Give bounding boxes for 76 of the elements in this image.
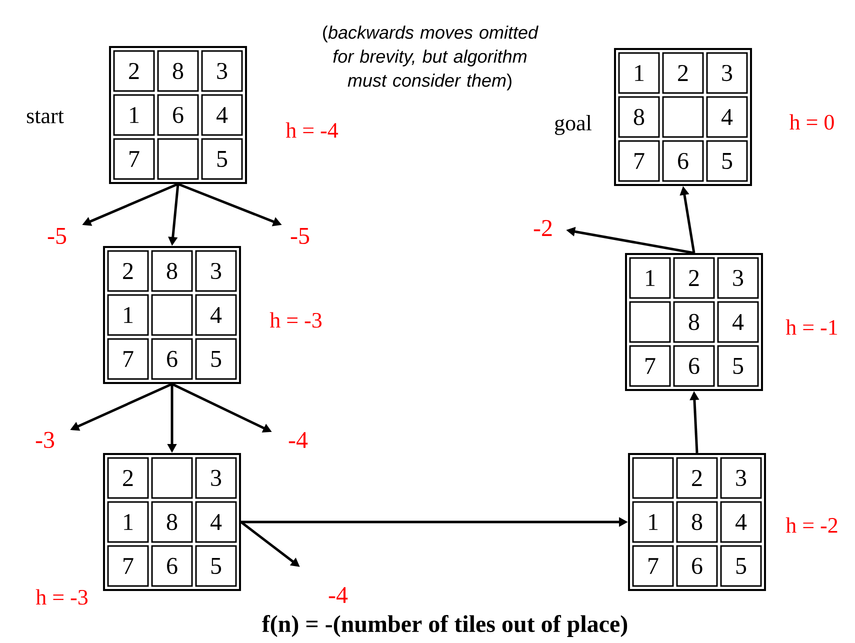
tile: 5 bbox=[195, 338, 237, 380]
tile: 7 bbox=[618, 140, 660, 182]
edge-label: -4 bbox=[328, 587, 348, 603]
puzzle-board bbox=[109, 46, 247, 184]
tile: 2 bbox=[676, 457, 718, 499]
puzzle-board bbox=[103, 453, 241, 591]
tile: 7 bbox=[629, 345, 671, 387]
tile: 3 bbox=[201, 50, 243, 92]
tile: 6 bbox=[151, 338, 193, 380]
tile: 6 bbox=[151, 545, 193, 587]
tile: 1 bbox=[107, 294, 149, 336]
tile: 3 bbox=[706, 52, 748, 94]
state-label: goal bbox=[555, 115, 592, 135]
tile: 1 bbox=[632, 501, 674, 543]
tile: 7 bbox=[632, 545, 674, 587]
tile: 8 bbox=[157, 50, 199, 92]
edge-label: -4 bbox=[288, 432, 308, 448]
tile: 3 bbox=[195, 250, 237, 292]
tile: 2 bbox=[673, 257, 715, 299]
tile: 8 bbox=[151, 501, 193, 543]
state-label: start bbox=[26, 110, 64, 124]
tile: 4 bbox=[720, 501, 762, 543]
tile: 4 bbox=[195, 501, 237, 543]
puzzle-board bbox=[614, 48, 752, 186]
puzzle-board bbox=[628, 453, 766, 591]
tile: 5 bbox=[717, 345, 759, 387]
tile: 6 bbox=[673, 345, 715, 387]
empty-tile bbox=[151, 294, 193, 336]
puzzle-board bbox=[625, 253, 763, 391]
heuristic-value: h = -3 bbox=[270, 312, 322, 328]
tile: 1 bbox=[107, 501, 149, 543]
tile: 2 bbox=[107, 250, 149, 292]
tile: 5 bbox=[201, 138, 243, 180]
tile: 6 bbox=[662, 140, 704, 182]
tile: 4 bbox=[195, 294, 237, 336]
edge-label: -5 bbox=[48, 228, 66, 244]
tile: 3 bbox=[720, 457, 762, 499]
heuristic-value: h = 0 bbox=[790, 114, 834, 130]
tile: 5 bbox=[706, 140, 748, 182]
caption: f(n) = -(number of tiles out of place) bbox=[262, 615, 628, 637]
tile: 1 bbox=[629, 257, 671, 299]
puzzle-board bbox=[103, 246, 241, 384]
tile: 7 bbox=[107, 338, 149, 380]
heuristic-value: h = -4 bbox=[286, 122, 338, 138]
heuristic-value: h = -3 bbox=[36, 589, 88, 605]
tile: 8 bbox=[151, 250, 193, 292]
tile: 1 bbox=[618, 52, 660, 94]
edge-label: -3 bbox=[36, 432, 54, 448]
tile: 4 bbox=[717, 301, 759, 343]
tile: 8 bbox=[673, 301, 715, 343]
tile: 3 bbox=[195, 457, 237, 499]
edge-label: -5 bbox=[290, 228, 310, 244]
tile: 2 bbox=[113, 50, 155, 92]
empty-tile bbox=[157, 138, 199, 180]
tile: 7 bbox=[107, 545, 149, 587]
empty-tile bbox=[629, 301, 671, 343]
tile: 3 bbox=[717, 257, 759, 299]
heuristic-value: h = -1 bbox=[786, 319, 838, 335]
tile: 4 bbox=[201, 94, 243, 136]
tile: 2 bbox=[662, 52, 704, 94]
tile: 2 bbox=[107, 457, 149, 499]
tile: 1 bbox=[113, 94, 155, 136]
tile: 6 bbox=[676, 545, 718, 587]
tile: 5 bbox=[195, 545, 237, 587]
empty-tile bbox=[632, 457, 674, 499]
tile: 8 bbox=[676, 501, 718, 543]
tile: 8 bbox=[618, 96, 660, 138]
tile: 4 bbox=[706, 96, 748, 138]
empty-tile bbox=[151, 457, 193, 499]
heuristic-value: h = -2 bbox=[786, 517, 838, 533]
tile: 6 bbox=[157, 94, 199, 136]
edge-label: -2 bbox=[534, 220, 552, 236]
tile: 5 bbox=[720, 545, 762, 587]
tile: 7 bbox=[113, 138, 155, 180]
note: (backwards moves omitted for brevity, but algorithm must consider them) bbox=[323, 26, 538, 90]
empty-tile bbox=[662, 96, 704, 138]
